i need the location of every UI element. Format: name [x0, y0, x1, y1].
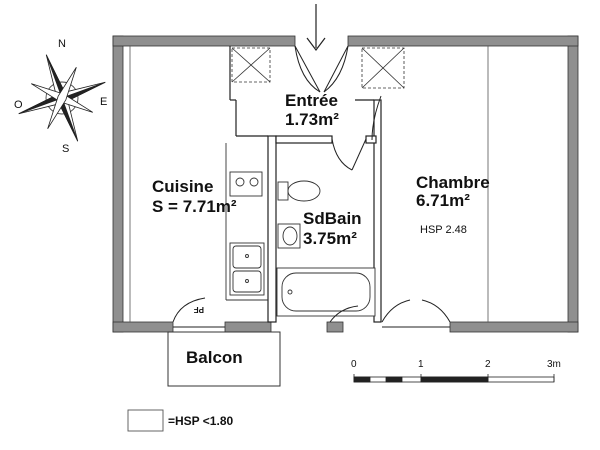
compass-rose-icon [18, 54, 106, 142]
scale-bar [353, 374, 555, 383]
stove-icon [229, 171, 263, 197]
scale-tick-1: 1 [418, 359, 424, 370]
sdbain-area: 3.75m² [303, 229, 357, 248]
cuisine-area: S = 7.71m² [152, 197, 237, 216]
entree-name: Entrée [285, 91, 338, 110]
bathtub-icon [276, 267, 376, 317]
compass-s: S [62, 143, 69, 155]
chambre-hsp: HSP 2.48 [420, 224, 467, 236]
closet-left [231, 47, 271, 83]
door-mark-pf: PF [194, 305, 204, 314]
chambre-area: 6.71m² [416, 191, 470, 210]
chambre-name: Chambre [416, 173, 490, 192]
washbasin-icon [277, 223, 301, 249]
scale-tick-3: 3m [547, 359, 561, 370]
compass-n: N [58, 38, 66, 50]
sdbain-name: SdBain [303, 209, 362, 228]
balcony-outline [167, 331, 281, 387]
entree-partitions [229, 46, 374, 137]
kitchen-door [172, 297, 225, 328]
bath-door-bottom [329, 305, 359, 323]
cuisine-name: Cuisine [152, 177, 213, 196]
compass-o: O [14, 99, 23, 111]
compass-e: E [100, 96, 107, 108]
balcony-door-right [381, 299, 451, 328]
entree-area: 1.73m² [285, 110, 339, 129]
entrance-door [294, 45, 349, 93]
legend-text: =HSP <1.80 [168, 414, 233, 428]
scale-tick-0: 0 [351, 359, 357, 370]
entrance-arrow-icon [306, 4, 326, 51]
toilet-icon [277, 180, 321, 202]
chambre-inner-line [129, 46, 489, 322]
sink-icon [229, 242, 265, 296]
closet-right [361, 47, 405, 89]
scale-tick-2: 2 [485, 359, 491, 370]
exterior-walls [112, 35, 579, 333]
legend-swatch [127, 409, 164, 432]
kitchen-counter [225, 143, 268, 301]
bathroom-door [331, 138, 367, 171]
balcon-name: Balcon [186, 348, 243, 367]
chambre-door [371, 95, 382, 141]
